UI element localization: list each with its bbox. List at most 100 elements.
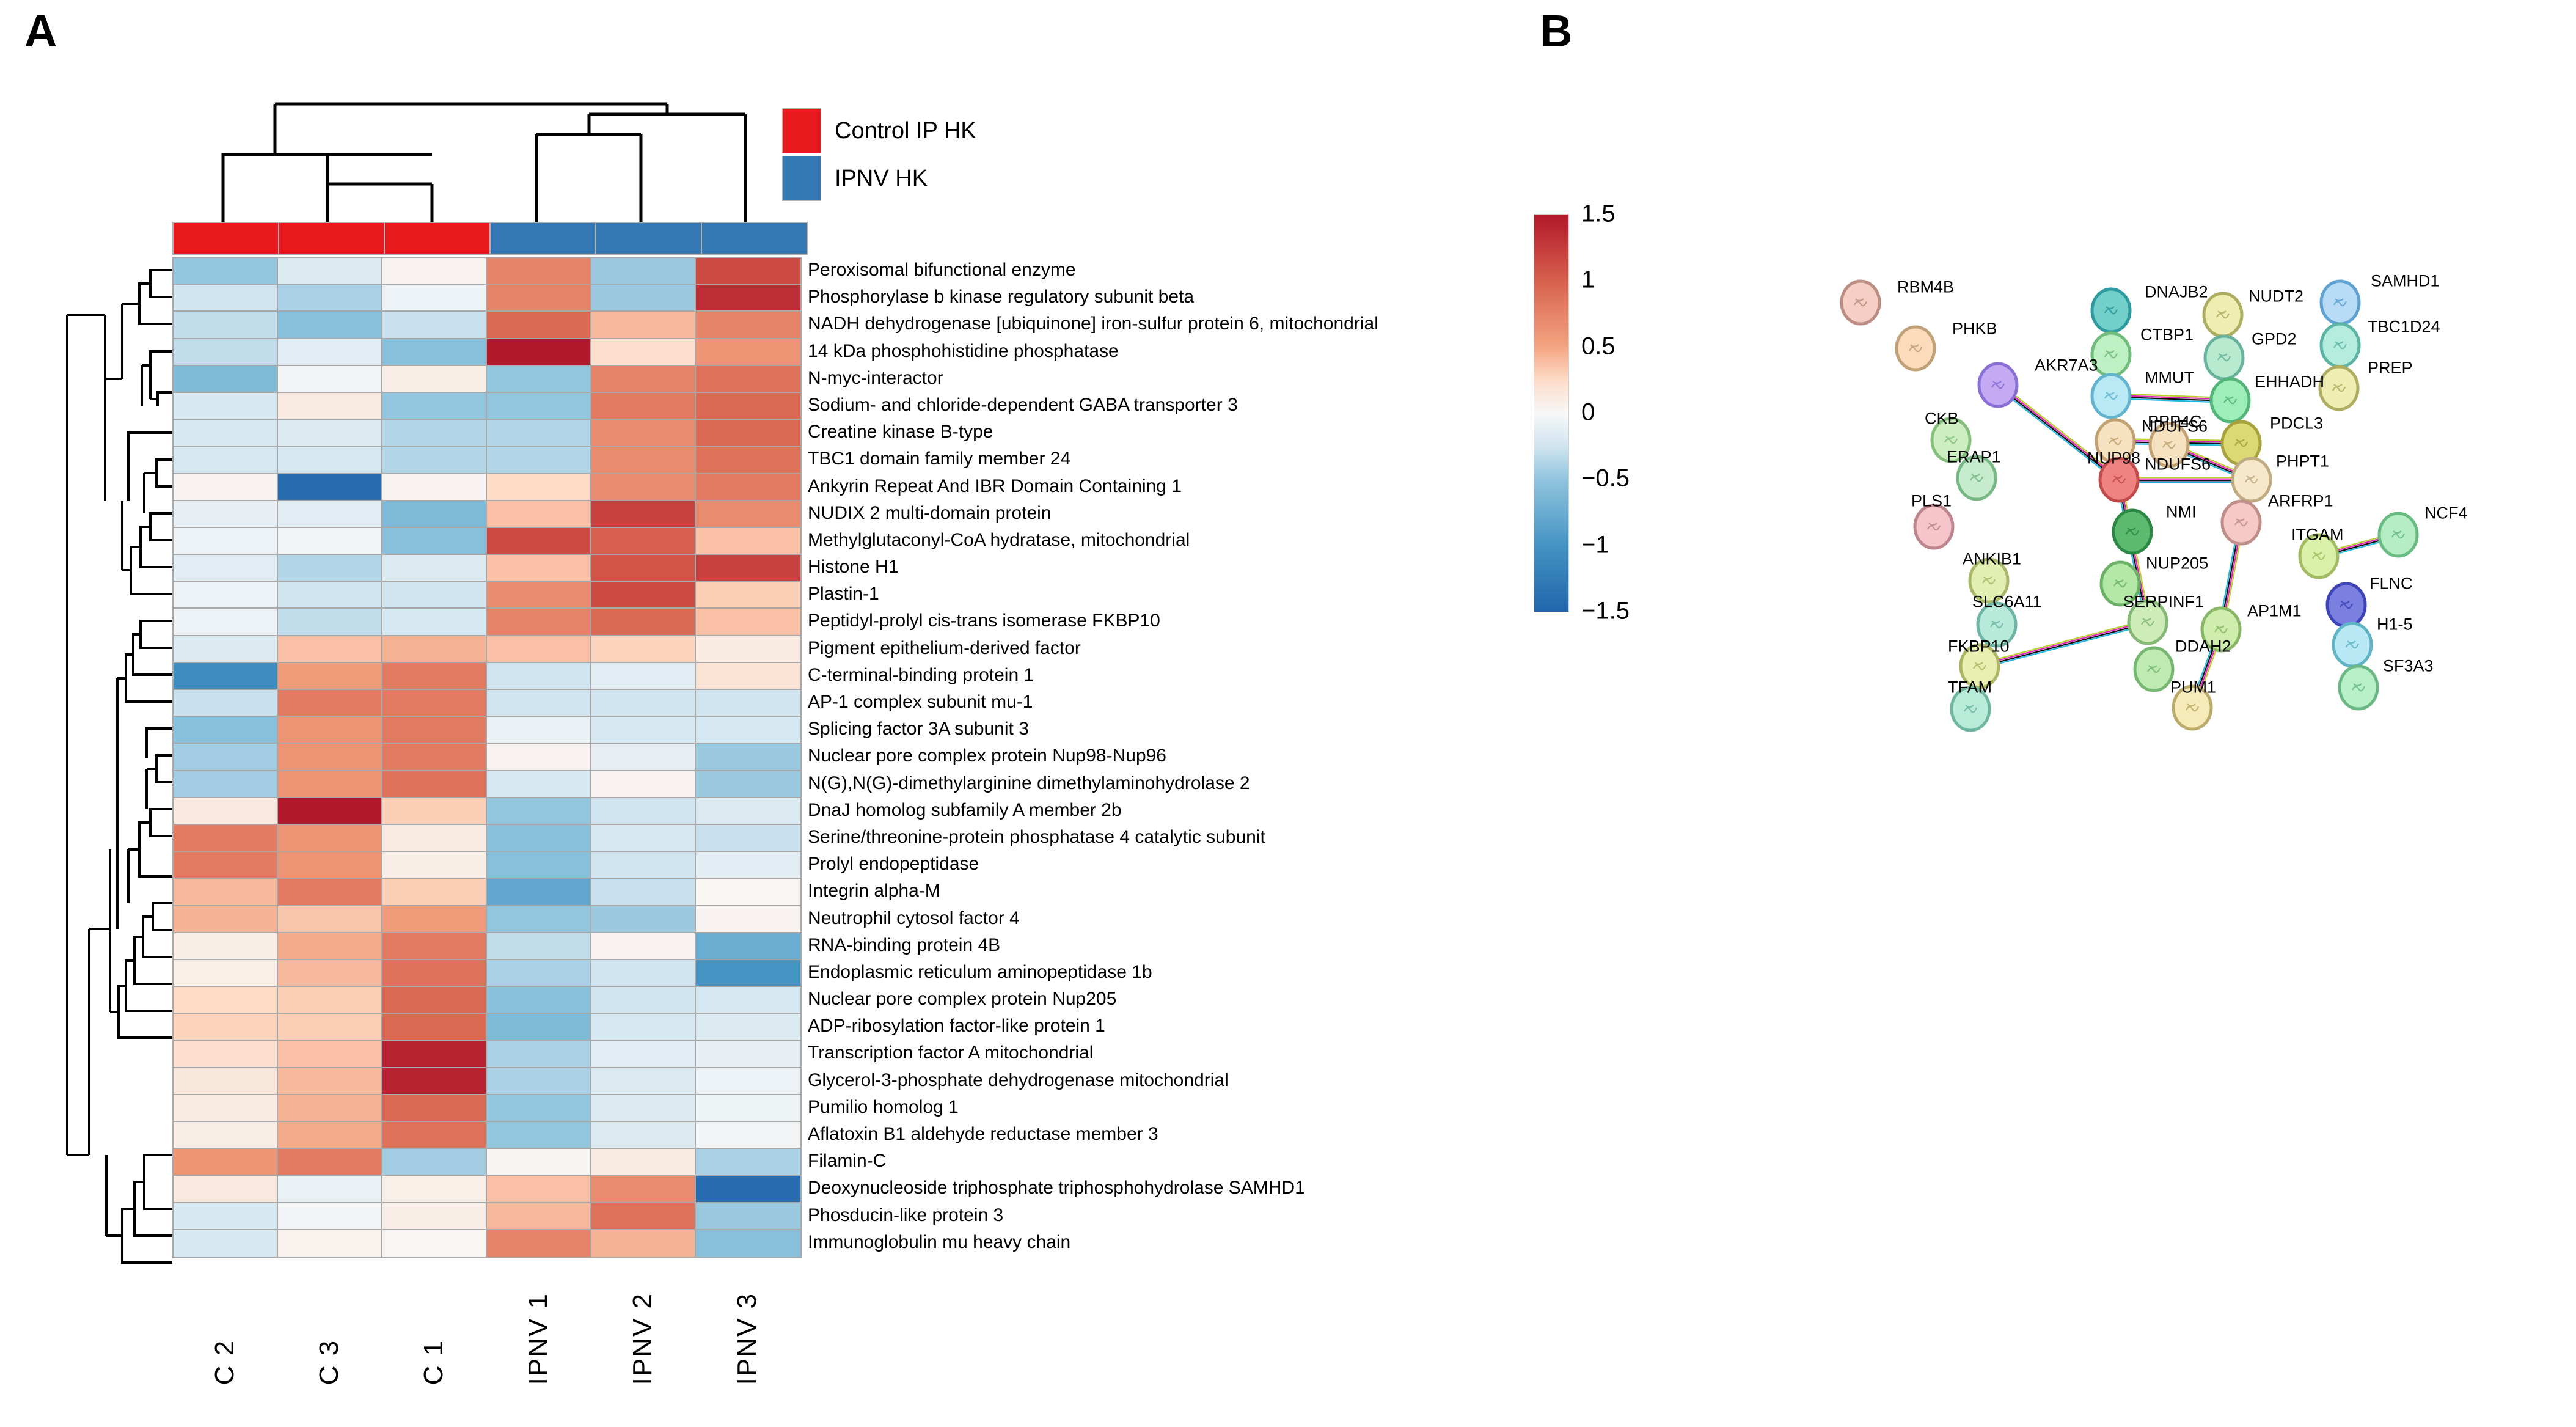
- heatmap-cell: [487, 1014, 591, 1041]
- colorbar-tick: 0.5: [1581, 332, 1615, 360]
- group-cell-ipnv-1: [491, 223, 596, 254]
- heatmap-cell: [487, 1203, 591, 1230]
- row-label: Peroxisomal bifunctional enzyme: [808, 260, 1076, 280]
- network-node-sf3a3[interactable]: [2338, 664, 2379, 711]
- heatmap-cell: [591, 365, 696, 393]
- heatmap-cell: [591, 609, 696, 636]
- heatmap-cell: [382, 609, 487, 636]
- network-node-ap1m1[interactable]: [2200, 606, 2242, 653]
- heatmap-cell: [174, 1095, 278, 1122]
- group-legend: Control IP HK IPNV HK: [782, 107, 976, 202]
- network-node-samhd1[interactable]: [2319, 279, 2361, 326]
- heatmap-cell: [174, 717, 278, 744]
- heatmap-cell: [696, 527, 800, 556]
- heatmap-cell: [278, 1230, 382, 1257]
- heatmap-cell: [382, 879, 487, 906]
- network-node-arfrp1[interactable]: [2220, 499, 2262, 546]
- heatmap-cell: [591, 1014, 696, 1041]
- heatmap-cell: [591, 852, 696, 879]
- network-node-label: NDUFS6: [2145, 455, 2211, 474]
- heatmap-cell: [174, 959, 278, 988]
- network-node-ankib1[interactable]: [1968, 557, 2010, 604]
- network-node-dnajb2[interactable]: [2090, 287, 2132, 334]
- heatmap-cell: [591, 744, 696, 771]
- heatmap-row: [174, 959, 800, 988]
- heatmap-cell: [591, 798, 696, 825]
- row-label: C-terminal-binding protein 1: [808, 664, 1034, 685]
- network-node-label: PDCL3: [2270, 414, 2324, 433]
- network-node-itgam[interactable]: [2298, 533, 2340, 579]
- heatmap-cell: [487, 852, 591, 879]
- heatmap-cell: [696, 1176, 800, 1203]
- network-node-ncf4[interactable]: [2377, 512, 2419, 558]
- heatmap-cell: [487, 959, 591, 988]
- heatmap-row: [174, 447, 800, 474]
- heatmap-cell: [382, 1149, 487, 1176]
- heatmap-cell: [278, 717, 382, 744]
- network-node-prep[interactable]: [2318, 365, 2360, 411]
- heatmap-row: [174, 1014, 800, 1041]
- heatmap-cell: [487, 474, 591, 501]
- network-node-gpd2[interactable]: [2203, 334, 2245, 381]
- legend-item-control: Control IP HK: [782, 107, 976, 155]
- protein-structure-icon: [2234, 518, 2249, 527]
- network-node-label: NMI: [2166, 502, 2197, 521]
- heatmap-cell: [382, 258, 487, 285]
- protein-structure-icon: [2234, 439, 2249, 447]
- network-node-h1-5[interactable]: [2332, 622, 2373, 668]
- heatmap-cell: [382, 447, 487, 474]
- heatmap-cell: [487, 933, 591, 960]
- heatmap-cell: [382, 906, 487, 933]
- network-node-nmi[interactable]: [2112, 508, 2153, 555]
- heatmap-cell: [591, 933, 696, 960]
- heatmap-row: [174, 1203, 800, 1230]
- heatmap-row: [174, 312, 800, 339]
- row-label: Filamin-C: [808, 1151, 887, 1172]
- network-node-ehhadh[interactable]: [2209, 377, 2251, 424]
- row-label: N(G),N(G)-dimethylarginine dimethylamino…: [808, 772, 1250, 793]
- heatmap-cell: [278, 339, 382, 366]
- network-node-nup205[interactable]: [2099, 560, 2141, 607]
- network-node-tfam[interactable]: [1950, 686, 1991, 732]
- heatmap-row: [174, 285, 800, 312]
- network-edge: [1978, 619, 2148, 665]
- network-node-nudt2[interactable]: [2202, 292, 2244, 338]
- network-node-erap1[interactable]: [1956, 455, 1997, 501]
- heatmap-cell: [696, 312, 800, 339]
- network-node-nudfs6[interactable]: [2148, 422, 2190, 468]
- heatmap-cell: [278, 1041, 382, 1068]
- network-node-rbm4b[interactable]: [1840, 279, 1881, 326]
- network-node-slc6a11[interactable]: [1976, 601, 2018, 648]
- network-node-pls1[interactable]: [1913, 504, 1955, 550]
- network-node-ckb[interactable]: [1930, 417, 1972, 463]
- network-node-flnc[interactable]: [2325, 582, 2367, 628]
- network-node-fkbp10[interactable]: [1959, 643, 2000, 689]
- colorbar-tick: −0.5: [1581, 464, 1630, 492]
- heatmap-cell: [278, 1095, 382, 1122]
- heatmap-cell: [591, 636, 696, 663]
- heatmap-cell: [278, 690, 382, 717]
- protein-structure-icon: [2126, 527, 2140, 536]
- heatmap-cell: [591, 527, 696, 556]
- protein-structure-icon: [2391, 530, 2406, 539]
- network-node-pum1[interactable]: [2172, 684, 2213, 731]
- heatmap-cell: [696, 1095, 800, 1122]
- network-node-nup98[interactable]: [2098, 457, 2140, 503]
- network-node-tbc1d24[interactable]: [2319, 322, 2361, 369]
- network-node-label: ITGAM: [2291, 525, 2344, 544]
- heatmap-cell: [174, 285, 278, 312]
- heatmap-cell: [174, 392, 278, 420]
- network-node-label: GPD2: [2252, 329, 2297, 348]
- network-node-serpinf1[interactable]: [2127, 599, 2168, 645]
- row-label: NADH dehydrogenase [ubiquinone] iron-sul…: [808, 314, 1378, 334]
- network-node-akr7a3[interactable]: [1977, 362, 2019, 408]
- network-node-ddah2[interactable]: [2133, 646, 2175, 692]
- network-node-phpt1[interactable]: [2231, 457, 2272, 503]
- protein-structure-icon: [1854, 298, 1868, 307]
- heatmap-cell: [487, 906, 591, 933]
- network-node-label: FLNC: [2369, 574, 2413, 593]
- network-node-mmut[interactable]: [2090, 373, 2132, 419]
- row-label: Sodium- and chloride-dependent GABA tran…: [808, 394, 1238, 415]
- network-node-phkb[interactable]: [1895, 325, 1936, 372]
- heatmap-cell: [382, 662, 487, 690]
